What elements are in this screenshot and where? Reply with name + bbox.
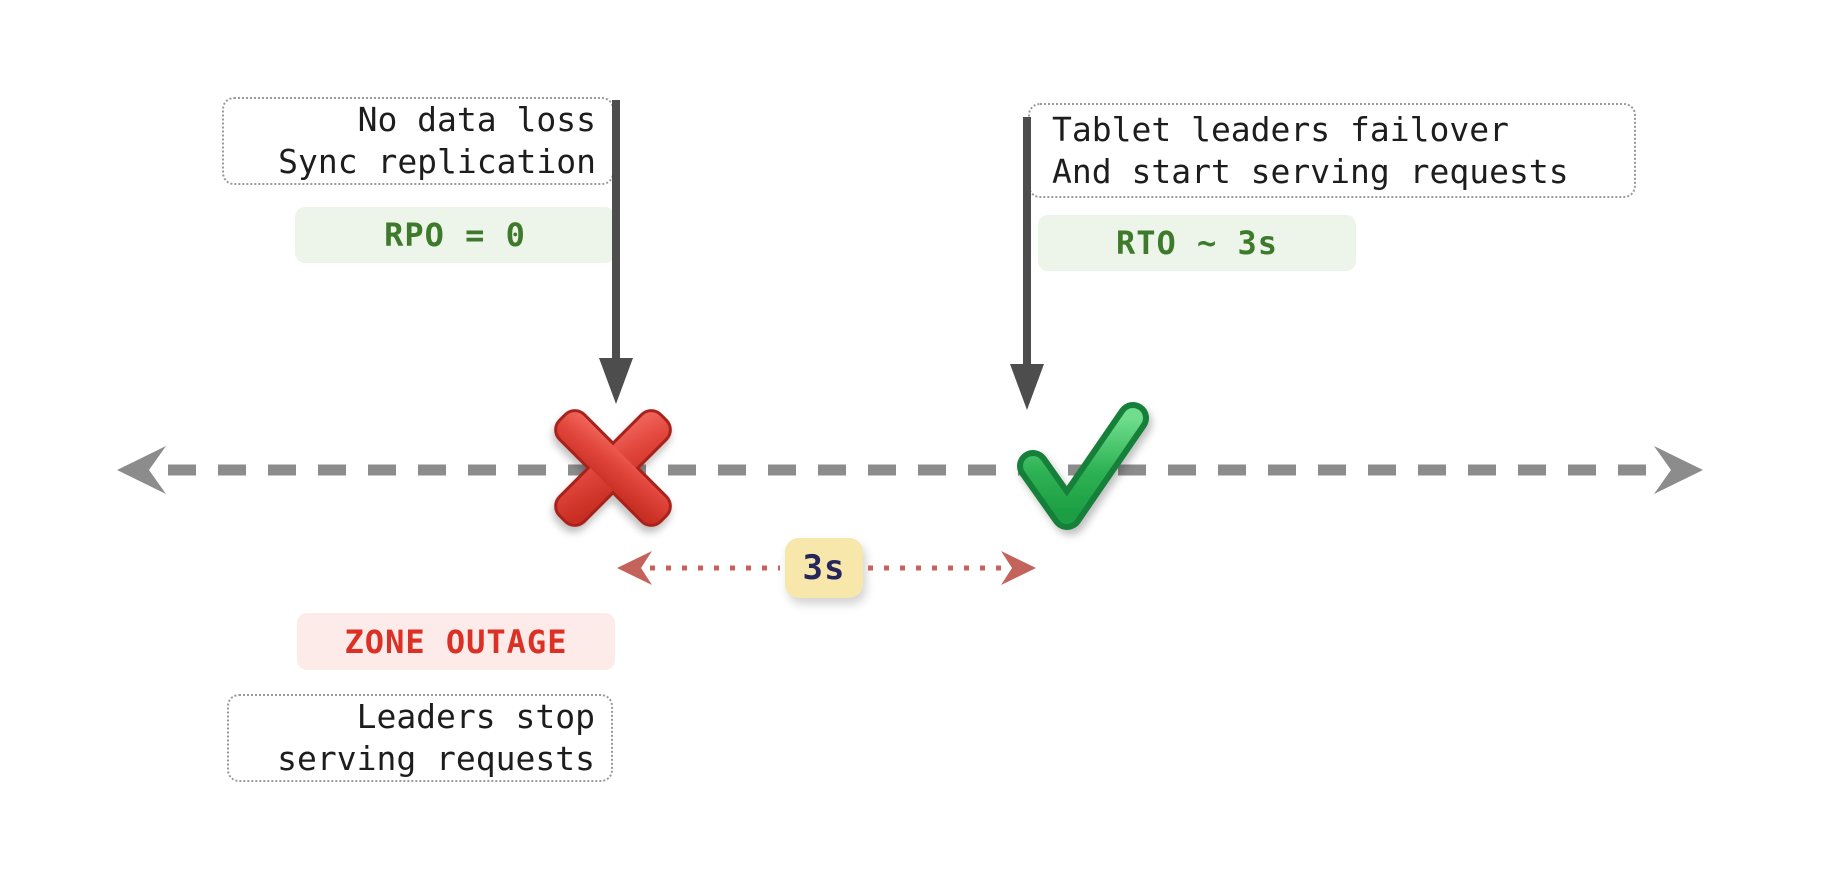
outage-effect-line1: Leaders stop: [356, 697, 595, 736]
zone-outage-badge: ZONE OUTAGE: [297, 613, 615, 670]
check-mark-icon: [1017, 402, 1149, 530]
outage-note-box: No data loss Sync replication: [222, 97, 614, 185]
timeline-right-arrowhead-icon: [1654, 446, 1703, 494]
rpo-badge: RPO = 0: [295, 207, 615, 263]
duration-badge: 3s: [785, 538, 863, 598]
outage-effect-note-box: Leaders stop serving requests: [227, 694, 613, 782]
outage-effect-line2: serving requests: [277, 739, 595, 778]
recovery-note-box: Tablet leaders failover And start servin…: [1028, 103, 1636, 198]
timeline-axis: [117, 446, 1703, 494]
timeline-left-arrowhead-icon: [117, 446, 166, 494]
outage-note-line2: Sync replication: [278, 142, 596, 181]
recovery-note-line1: Tablet leaders failover: [1052, 109, 1509, 149]
recovery-note-line2: And start serving requests: [1052, 151, 1569, 191]
rto-badge: RTO ~ 3s: [1038, 215, 1356, 271]
outage-note-line1: No data loss: [357, 100, 596, 139]
cross-mark-icon: [554, 409, 672, 527]
